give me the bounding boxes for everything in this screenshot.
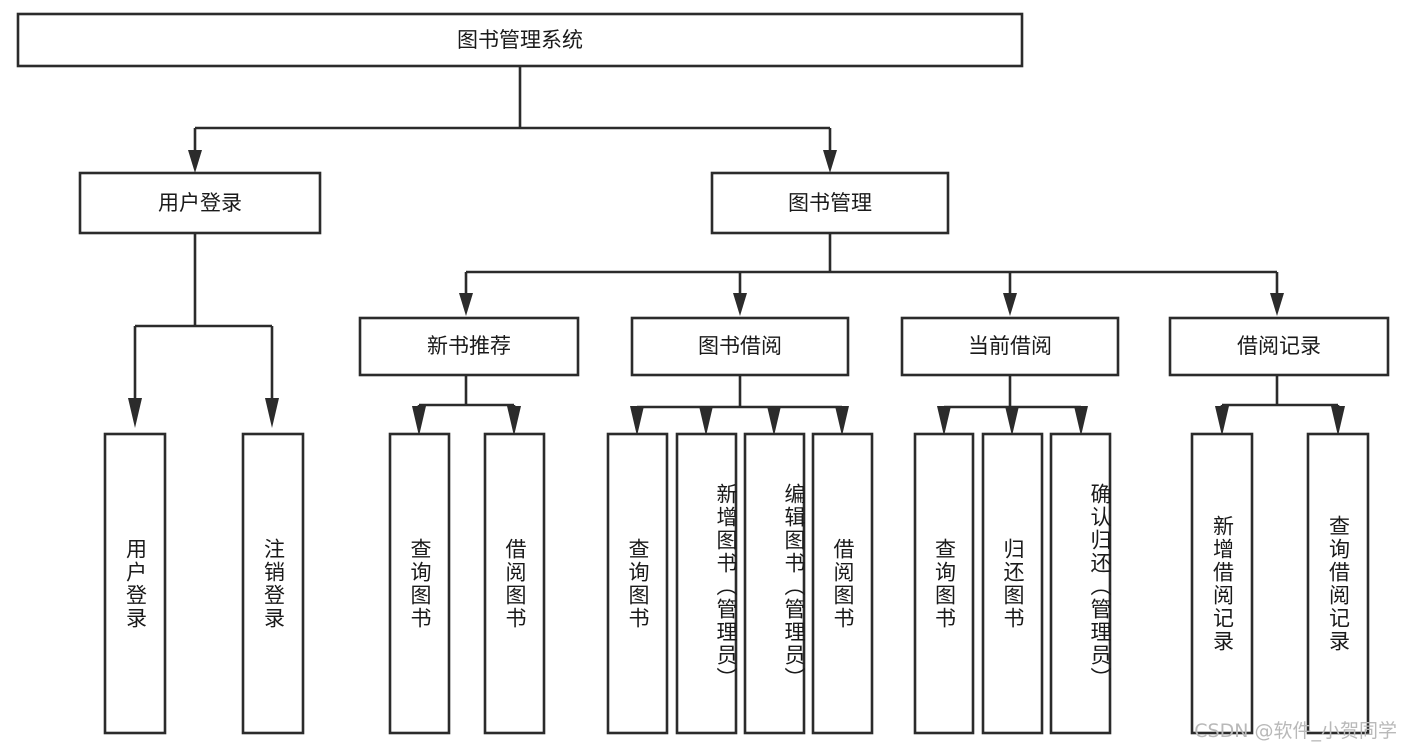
watermark-text: CSDN @软件_小贺同学	[1194, 720, 1397, 742]
arrow-head-leaf-query-book-1	[412, 406, 426, 436]
arrow-head-leaf-query-record	[1331, 406, 1345, 436]
node-current-borrow-label: 当前借阅	[968, 334, 1052, 358]
arrow-head-user-login	[188, 150, 202, 173]
node-leaf-edit-book[interactable]	[743, 432, 806, 735]
node-layer: 图书管理系统 用户登录 图书管理 新书推荐 图书借阅 当前借阅 借阅记录	[16, 12, 1390, 735]
node-leaf-add-book[interactable]	[675, 432, 738, 735]
node-leaf-user-logout[interactable]	[241, 432, 305, 735]
arrow-head-leaf-confirm-return	[1074, 406, 1088, 436]
node-leaf-add-record[interactable]	[1190, 432, 1254, 735]
node-leaf-query-book-3[interactable]	[913, 432, 975, 735]
node-book-manage[interactable]	[710, 171, 950, 235]
arrow-head-current-borrow	[1003, 293, 1017, 316]
arrow-head-book-borrow	[733, 293, 747, 316]
arrow-head-leaf-add-record	[1215, 406, 1229, 436]
arrow-head-leaf-add-book	[699, 406, 713, 436]
node-book-manage-label: 图书管理	[788, 191, 872, 215]
node-current-borrow[interactable]	[900, 316, 1120, 377]
arrow-head-leaf-user-login	[128, 398, 142, 428]
edge-layer	[128, 66, 1345, 436]
node-new-book-rec[interactable]	[358, 316, 580, 377]
arrow-head-new-book-rec	[459, 293, 473, 316]
node-book-borrow-label: 图书借阅	[698, 334, 782, 358]
arrow-head-leaf-return-book	[1005, 406, 1019, 436]
node-user-login[interactable]	[78, 171, 322, 235]
arrow-head-leaf-edit-book	[767, 406, 781, 436]
node-leaf-query-record[interactable]	[1306, 432, 1370, 735]
node-leaf-query-book-1[interactable]	[388, 432, 451, 735]
node-root[interactable]	[16, 12, 1024, 68]
arrow-head-book-manage	[823, 150, 837, 173]
node-leaf-borrow-book-2[interactable]	[811, 432, 874, 735]
arrow-head-leaf-query-book-3	[937, 406, 951, 436]
arrow-head-leaf-query-book-2	[630, 406, 644, 436]
node-leaf-user-login[interactable]	[103, 432, 167, 735]
node-leaf-borrow-book-1[interactable]	[483, 432, 546, 735]
node-user-login-label: 用户登录	[158, 191, 242, 215]
arrow-head-leaf-borrow-book-2	[835, 406, 849, 436]
node-book-borrow[interactable]	[630, 316, 850, 377]
arrow-head-borrow-record	[1270, 293, 1284, 316]
node-leaf-return-book[interactable]	[981, 432, 1044, 735]
node-borrow-record-label: 借阅记录	[1237, 334, 1321, 358]
node-leaf-confirm-return[interactable]	[1049, 432, 1112, 735]
node-root-label: 图书管理系统	[457, 28, 583, 52]
node-leaf-query-book-2[interactable]	[606, 432, 669, 735]
arrow-head-leaf-user-logout	[265, 398, 279, 428]
node-new-book-rec-label: 新书推荐	[427, 334, 511, 358]
arrow-head-leaf-borrow-book-1	[507, 406, 521, 436]
node-borrow-record[interactable]	[1168, 316, 1390, 377]
